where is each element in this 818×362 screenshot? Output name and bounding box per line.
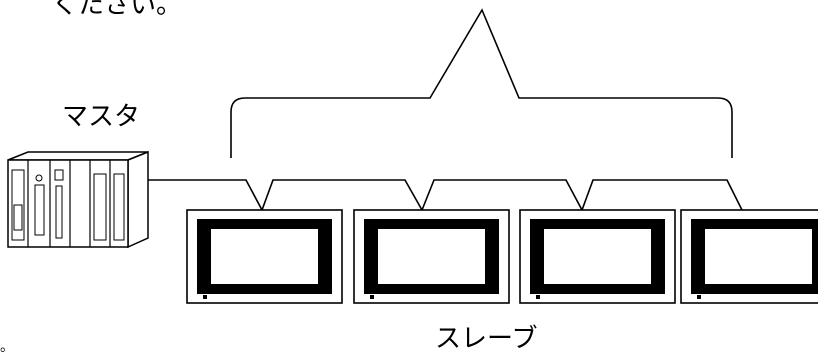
slave-panel-3 bbox=[519, 209, 676, 304]
master-plc bbox=[7, 150, 149, 249]
top-text: くたさい。 bbox=[52, 0, 183, 20]
bus-line bbox=[148, 179, 743, 212]
slave-group-brace bbox=[230, 8, 733, 158]
slave-label: スレーブ bbox=[435, 324, 538, 354]
master-label: マスタ bbox=[62, 102, 141, 132]
slave-panel-2 bbox=[353, 209, 510, 304]
corner-mark: 。 bbox=[0, 339, 14, 355]
slave-panel-1 bbox=[186, 209, 343, 304]
slave-panel-4 bbox=[680, 209, 818, 304]
